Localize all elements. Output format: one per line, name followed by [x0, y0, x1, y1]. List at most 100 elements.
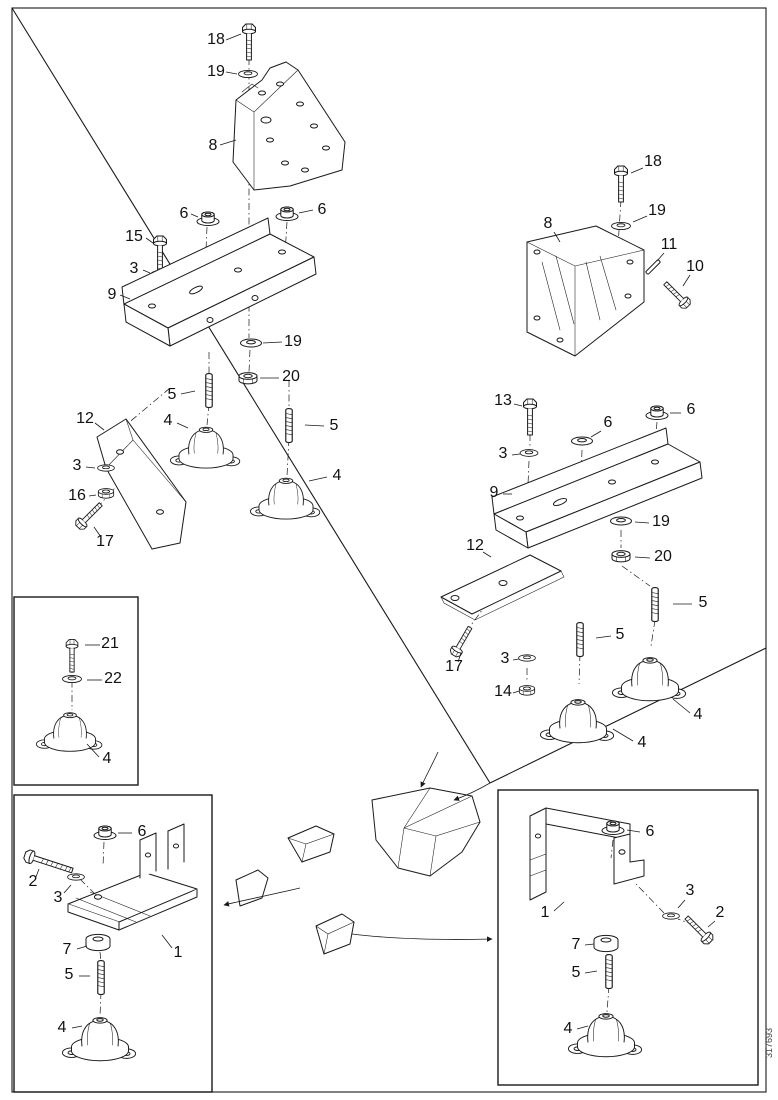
callout-11: 11 — [661, 236, 678, 253]
inset-box-b — [13, 794, 213, 1093]
mount-4-inset-b — [61, 1017, 137, 1062]
callout-leader-8 — [553, 231, 561, 243]
callout-4: 4 — [333, 467, 342, 484]
callout-leader-12 — [482, 551, 492, 558]
callout-leader-19 — [632, 215, 648, 223]
callout-21: 21 — [101, 635, 119, 652]
callout-leader-1 — [553, 901, 565, 912]
callout-20: 20 — [282, 368, 300, 385]
callout-3: 3 — [686, 882, 695, 899]
callout-12: 12 — [466, 537, 484, 554]
hex-bolt-21 — [65, 639, 79, 673]
mount-4-left-b — [249, 477, 321, 520]
inset-b-parts — [22, 823, 198, 1062]
flange-nut-6-inset-b — [93, 825, 117, 840]
callout-leader-6 — [626, 829, 641, 833]
callout-4: 4 — [564, 1020, 573, 1037]
inset-a-parts — [35, 639, 103, 752]
washer-19-right-lower — [610, 516, 632, 526]
callout-leader-7 — [584, 943, 595, 946]
callout-2: 2 — [29, 873, 38, 890]
washer-19-right-upper — [611, 221, 631, 231]
callout-6: 6 — [604, 414, 613, 431]
callout-9: 9 — [108, 286, 117, 303]
callout-leader-20 — [634, 556, 651, 559]
callout-6: 6 — [318, 201, 327, 218]
callout-22: 22 — [104, 670, 122, 687]
inset-box-c — [497, 789, 759, 1086]
stud-5-right-a — [651, 586, 659, 623]
callout-10: 10 — [686, 258, 704, 275]
callout-leader-17 — [457, 652, 462, 663]
mount-4-inset-a — [35, 712, 103, 752]
callout-5: 5 — [572, 964, 581, 981]
callout-4: 4 — [694, 706, 703, 723]
inset-c-parts — [529, 807, 716, 1058]
callout-9: 9 — [490, 484, 499, 501]
assembly-front-left — [73, 23, 346, 550]
callout-leader-7 — [76, 945, 88, 950]
callout-20: 20 — [654, 548, 672, 565]
washer-3-inset-b — [67, 873, 85, 881]
callout-1: 1 — [174, 944, 183, 961]
hex-nut-14 — [518, 685, 536, 696]
callout-leader-6 — [298, 209, 314, 214]
hex-nut-20-right — [611, 550, 631, 563]
callout-4: 4 — [638, 734, 647, 751]
callout-leader-5 — [180, 390, 196, 395]
callout-leader-3 — [63, 884, 72, 894]
callout-5: 5 — [699, 594, 708, 611]
callout-14: 14 — [494, 683, 512, 700]
callout-3: 3 — [501, 650, 510, 667]
callout-leader-16 — [88, 494, 97, 497]
callout-leader-8 — [219, 139, 237, 146]
callout-leader-3 — [85, 466, 96, 469]
bracket-8-left — [232, 61, 346, 191]
washer-3-right-b — [518, 654, 536, 662]
callout-12: 12 — [76, 410, 94, 427]
bracket-8-right — [526, 225, 645, 357]
callout-8: 8 — [544, 215, 553, 232]
callout-4: 4 — [164, 412, 173, 429]
callout-16: 16 — [68, 487, 86, 504]
callout-4: 4 — [58, 1019, 67, 1036]
callout-19: 19 — [207, 63, 225, 80]
callout-6: 6 — [646, 823, 655, 840]
callout-leader-4 — [576, 1025, 589, 1030]
stud-5-inset-c — [605, 953, 613, 990]
callout-17: 17 — [96, 533, 114, 550]
callout-leader-13 — [513, 403, 523, 407]
callout-leader-19 — [225, 71, 238, 75]
mount-4-right-a — [611, 657, 687, 702]
callout-leader-6 — [190, 213, 199, 218]
plate-12-right — [440, 554, 565, 621]
callout-18: 18 — [644, 153, 662, 170]
callout-leader-14 — [512, 690, 520, 694]
callout-leader-6 — [590, 430, 602, 438]
isolator-7-inset-b — [85, 933, 111, 952]
callout-1: 1 — [541, 904, 550, 921]
callout-3: 3 — [54, 889, 63, 906]
hex-bolt-2-inset-c — [681, 912, 716, 947]
mount-4-right-b — [539, 699, 615, 744]
callout-leader-5 — [304, 424, 325, 427]
stud-5-right-b — [576, 621, 584, 658]
hex-bolt-17-left — [73, 499, 106, 532]
callout-leader-2 — [35, 868, 40, 878]
callout-leader-10 — [682, 274, 691, 287]
bracket-1-inset-c — [529, 807, 645, 901]
callout-leader-17 — [93, 526, 102, 538]
flange-nut-6-left-a — [196, 211, 220, 226]
hex-bolt-18-right — [614, 165, 628, 203]
callout-3: 3 — [130, 260, 139, 277]
callout-leader-4 — [308, 476, 328, 482]
flange-nut-6-right — [645, 405, 669, 420]
callout-leader-12 — [94, 422, 105, 431]
callout-leader-5 — [595, 635, 612, 639]
hex-bolt-18-left — [242, 23, 256, 61]
callout-7: 7 — [63, 941, 72, 958]
washer-3-inset-c — [662, 912, 680, 920]
washer-3-right-a — [519, 449, 539, 457]
